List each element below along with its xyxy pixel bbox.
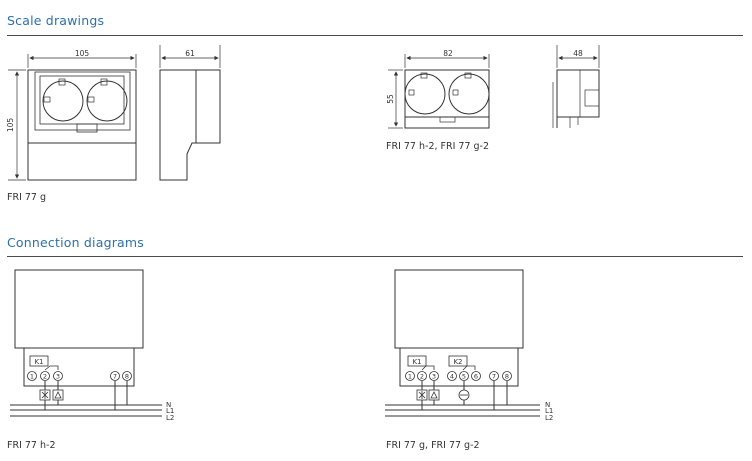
conn-right-relay-k2: [448, 355, 468, 367]
fri77g-front-view: [27, 69, 137, 181]
fri77h2-side-view: [552, 69, 600, 128]
terminal-4-label: 4: [450, 373, 454, 381]
terminal-6-label: 6: [474, 373, 478, 381]
conn-left-contact-symbol: [44, 365, 59, 371]
fri77g-height-dimension: [8, 69, 26, 181]
fri77h2-width-dimension: [404, 54, 490, 68]
conn-right-line-labels: N L1 L2: [545, 401, 553, 422]
terminal-3-label: 3: [432, 373, 436, 381]
conn-left-heat-symbol: [39, 389, 64, 401]
conn-left-relay-k1-label: K1: [34, 358, 43, 366]
fri77g-height-label: 105: [6, 118, 15, 133]
fri77g-width-label: 105: [75, 49, 90, 58]
conn-right-device: [394, 269, 524, 387]
conn-left-terminals: [27, 371, 132, 381]
terminal-2-label: 2: [43, 373, 47, 381]
line-l1-label: L1: [166, 407, 174, 415]
terminal-5-label: 5: [462, 373, 466, 381]
conn-left-wiring: [10, 381, 162, 417]
conn-right-load-symbols: [416, 389, 470, 401]
line-l2-label: L2: [545, 414, 553, 422]
fri77g-width-dimension: [27, 54, 137, 68]
fri77g-depth-label: 61: [185, 49, 195, 58]
caption-fri77h2-g2: FRI 77 h-2, FRI 77 g-2: [386, 141, 490, 152]
fri77g-depth-dimension: [159, 45, 221, 68]
terminal-7-label: 7: [492, 373, 496, 381]
terminal-8-label: 8: [505, 373, 509, 381]
conn-left-line-labels: N L1 L2: [166, 401, 174, 422]
connection-diagrams-heading: Connection diagrams: [7, 235, 144, 250]
caption-fri77g: FRI 77 g: [7, 192, 47, 203]
conn-right-relay-k1: [407, 355, 427, 367]
scale-drawings-rule: [7, 35, 743, 36]
line-n-label: N: [166, 401, 171, 409]
terminal-1-label: 1: [30, 373, 34, 381]
terminal-2-label: 2: [420, 373, 424, 381]
conn-right-relay-k1-label: K1: [412, 358, 421, 366]
conn-right-wiring: [385, 381, 540, 417]
fri77h2-height-label: 55: [386, 94, 395, 104]
line-l1-label: L1: [545, 407, 553, 415]
caption-conn-fri77h2: FRI 77 h-2: [7, 440, 56, 451]
line-l2-label: L2: [166, 414, 174, 422]
fri77h2-front-view: [404, 69, 490, 129]
conn-right-relay-k2-label: K2: [453, 358, 462, 366]
fri77h2-depth-dimension: [556, 45, 600, 68]
scale-drawings-heading: Scale drawings: [7, 13, 105, 28]
caption-conn-fri77g-g2: FRI 77 g, FRI 77 g-2: [386, 440, 480, 451]
terminal-1-label: 1: [408, 373, 412, 381]
fri77h2-depth-label: 48: [573, 49, 583, 58]
fri77h2-height-dimension: [388, 69, 403, 129]
terminal-7-label: 7: [113, 373, 117, 381]
conn-right-contact-symbols: [421, 365, 476, 371]
terminal-3-label: 3: [56, 373, 60, 381]
conn-left-terminal-numbers: 1 2 3 7 8: [30, 373, 129, 381]
fri77h2-width-label: 82: [443, 49, 453, 58]
conn-left-device: [14, 269, 144, 387]
conn-left-relay-k1: [29, 355, 49, 367]
fri77g-side-view: [159, 69, 221, 181]
conn-right-terminals: [405, 371, 512, 381]
connection-diagrams-rule: [7, 256, 743, 257]
terminal-8-label: 8: [125, 373, 129, 381]
line-n-label: N: [545, 401, 550, 409]
conn-right-terminal-numbers: 1 2 3 4 5 6 7 8: [408, 373, 509, 381]
